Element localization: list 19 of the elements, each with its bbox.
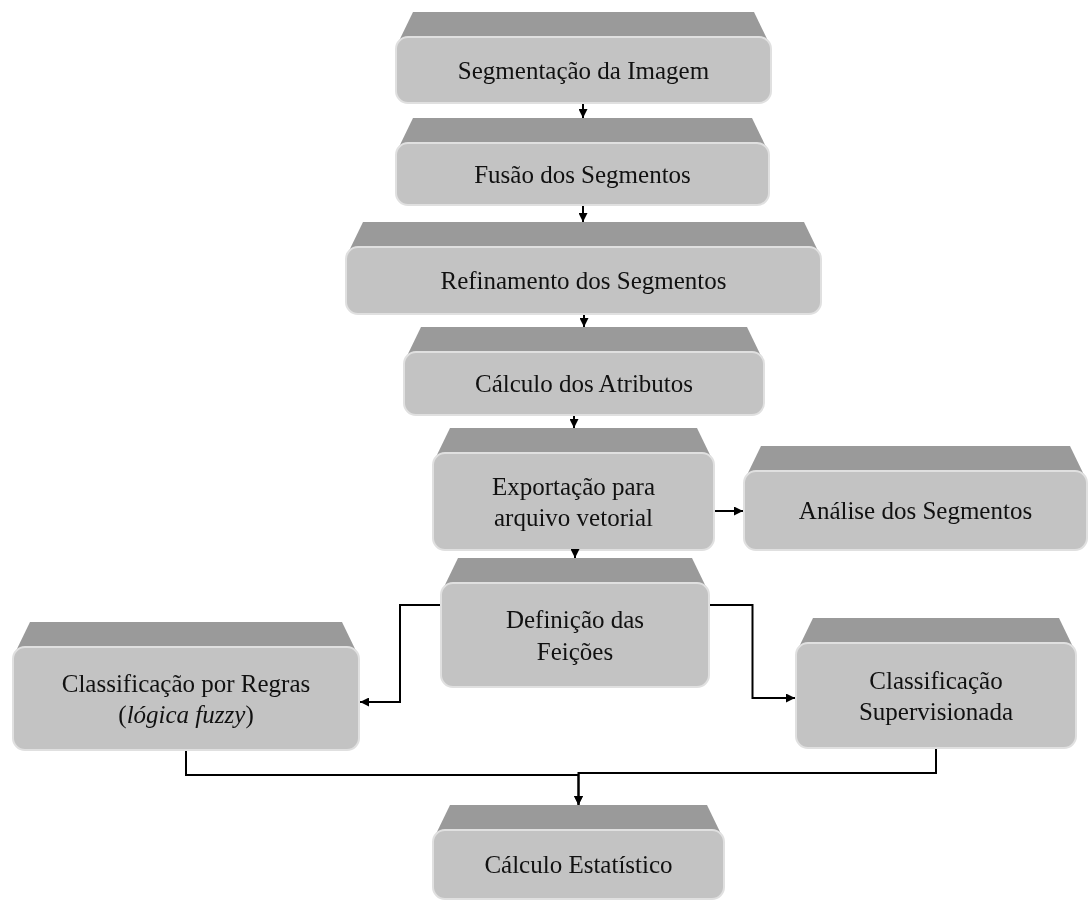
arrow bbox=[578, 103, 588, 119]
arrow bbox=[569, 415, 579, 429]
box-label: Segmentação da Imagem bbox=[457, 55, 710, 86]
arrow bbox=[714, 506, 744, 516]
box-label: Exportação para arquivo vetorial bbox=[490, 471, 657, 533]
box-label: Definição das Feições bbox=[504, 605, 646, 667]
box-label: Classificação Supervisionada bbox=[857, 665, 1015, 727]
arrow bbox=[578, 205, 588, 223]
box-label: Classificação por Regras (lógica fuzzy) bbox=[60, 668, 312, 731]
arrow bbox=[359, 604, 441, 707]
box-label: Cálculo dos Atributos bbox=[474, 369, 694, 400]
arrow bbox=[709, 604, 796, 703]
arrow bbox=[570, 549, 580, 559]
arrow bbox=[574, 748, 937, 806]
box-label: Cálculo Estatístico bbox=[484, 850, 673, 881]
box-label: Fusão dos Segmentos bbox=[474, 159, 691, 190]
arrow bbox=[579, 314, 589, 328]
box-label: Refinamento dos Segmentos bbox=[440, 266, 727, 297]
box-label: Análise dos Segmentos bbox=[798, 496, 1033, 527]
